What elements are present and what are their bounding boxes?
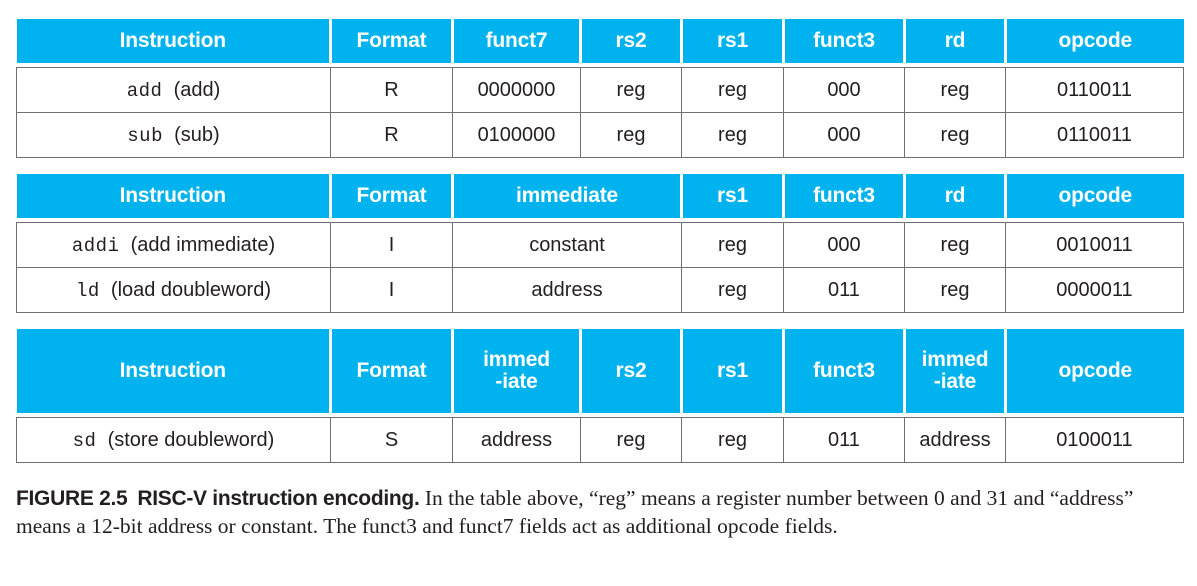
column-header-funct7: funct7 (451, 19, 582, 63)
column-header-format: Format (329, 174, 454, 218)
cell-rs1: reg (681, 112, 784, 158)
encoding-table-r-type: Instruction Format funct7 rs2 rs1 funct3… (16, 19, 1184, 158)
cell-funct7: 0000000 (452, 67, 581, 113)
cell-funct3: 011 (783, 267, 905, 313)
figure-caption-body: In the table above, “reg” means a regist… (16, 486, 1134, 538)
column-header-rs1: rs1 (680, 174, 785, 218)
column-header-format: Format (329, 19, 454, 63)
instruction-description: (sub) (174, 123, 220, 146)
table-header-row: Instruction Format funct7 rs2 rs1 funct3… (16, 19, 1184, 63)
cell-rs1: reg (681, 222, 784, 268)
cell-rs2: reg (580, 417, 682, 463)
cell-instruction: add (add) (16, 67, 331, 113)
table-row: ld (load doubleword) I address reg 011 r… (16, 267, 1184, 313)
cell-format: I (330, 267, 453, 313)
header-body-spacer (16, 218, 1184, 223)
cell-opcode: 0000011 (1005, 267, 1184, 313)
column-header-funct3: funct3 (782, 174, 906, 218)
cell-rd: reg (904, 267, 1006, 313)
cell-funct3: 000 (783, 112, 905, 158)
table-row: addi (add immediate) I constant reg 000 … (16, 222, 1184, 268)
figure-number: FIGURE 2.5 (16, 487, 128, 510)
cell-funct3: 000 (783, 222, 905, 268)
column-header-opcode: opcode (1004, 329, 1184, 413)
header-body-spacer (16, 63, 1184, 68)
column-header-opcode: opcode (1004, 19, 1184, 63)
cell-rs2: reg (580, 67, 682, 113)
cell-funct3: 000 (783, 67, 905, 113)
column-header-funct3: funct3 (782, 329, 906, 413)
encoding-table-i-type: Instruction Format immediate rs1 funct3 … (16, 174, 1184, 313)
table-row: add (add) R 0000000 reg reg 000 reg 0110… (16, 67, 1184, 113)
column-header-opcode: opcode (1004, 174, 1184, 218)
cell-rd: reg (904, 112, 1006, 158)
encoding-table-s-type: Instruction Format immed-iate rs2 rs1 fu… (16, 329, 1184, 463)
column-header-rs1: rs1 (680, 329, 785, 413)
column-header-format: Format (329, 329, 454, 413)
header-line-2: -iate (933, 370, 977, 393)
cell-rs1: reg (681, 417, 784, 463)
column-header-immediate: immediate (451, 174, 683, 218)
cell-immediate-left: address (452, 417, 581, 463)
cell-opcode: 0110011 (1005, 112, 1184, 158)
instruction-mnemonic: add (126, 79, 163, 102)
column-header-instruction: Instruction (16, 19, 332, 63)
column-header-rd: rd (903, 19, 1007, 63)
cell-rs2: reg (580, 112, 682, 158)
header-line-1: immed (483, 347, 550, 371)
cell-format: R (330, 67, 453, 113)
cell-immediate-right: address (904, 417, 1006, 463)
cell-funct7: 0100000 (452, 112, 581, 158)
instruction-description: (load doubleword) (110, 278, 272, 301)
table-row: sub (sub) R 0100000 reg reg 000 reg 0110… (16, 112, 1184, 158)
cell-opcode: 0110011 (1005, 67, 1184, 113)
cell-opcode: 0010011 (1005, 222, 1184, 268)
cell-instruction: addi (add immediate) (16, 222, 331, 268)
cell-funct3: 011 (783, 417, 905, 463)
instruction-description: (store doubleword) (107, 428, 275, 451)
cell-immediate: address (452, 267, 682, 313)
cell-opcode: 0100011 (1005, 417, 1184, 463)
column-header-funct3: funct3 (782, 19, 906, 63)
column-header-immediate-right: immed-iate (903, 329, 1007, 413)
column-header-rs2: rs2 (579, 329, 683, 413)
header-body-spacer (16, 413, 1184, 418)
column-header-rd: rd (903, 174, 1007, 218)
cell-immediate: constant (452, 222, 682, 268)
cell-rd: reg (904, 67, 1006, 113)
column-header-immediate-left: immed-iate (451, 329, 582, 413)
column-header-instruction: Instruction (16, 174, 332, 218)
instruction-mnemonic: sd (72, 429, 97, 452)
figure-caption: FIGURE 2.5 RISC-V instruction encoding. I… (16, 485, 1183, 540)
header-line-1: immed (921, 347, 989, 371)
column-header-rs2: rs2 (579, 19, 683, 63)
column-header-rs1: rs1 (680, 19, 785, 63)
instruction-description: (add immediate) (130, 233, 276, 256)
instruction-mnemonic: addi (71, 234, 120, 257)
cell-rs1: reg (681, 67, 784, 113)
instruction-description: (add) (173, 78, 221, 101)
cell-instruction: sub (sub) (16, 112, 331, 158)
instruction-mnemonic: ld (75, 279, 100, 302)
table-header-row: Instruction Format immed-iate rs2 rs1 fu… (16, 329, 1184, 413)
instruction-mnemonic: sub (127, 124, 163, 147)
cell-format: S (330, 417, 453, 463)
figure-title: RISC-V instruction encoding. (137, 487, 420, 510)
table-row: sd (store doubleword) S address reg reg … (16, 417, 1184, 463)
column-header-instruction: Instruction (16, 329, 332, 413)
cell-format: R (330, 112, 453, 158)
table-header-row: Instruction Format immediate rs1 funct3 … (16, 174, 1184, 218)
cell-instruction: sd (store doubleword) (16, 417, 331, 463)
cell-rd: reg (904, 222, 1006, 268)
cell-format: I (330, 222, 453, 268)
cell-instruction: ld (load doubleword) (16, 267, 331, 313)
cell-rs1: reg (681, 267, 784, 313)
header-line-2: -iate (495, 370, 538, 393)
